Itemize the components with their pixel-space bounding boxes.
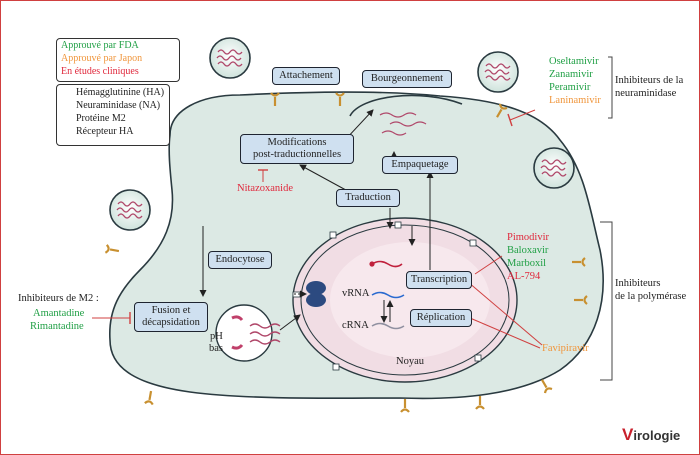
packaging-box: Empaquetage	[382, 156, 458, 174]
legend-na: Neuraminidase (NA)	[76, 100, 161, 111]
drug-favipiravir: Favipiravir	[542, 343, 589, 354]
replication-box: Réplication	[410, 309, 472, 327]
crna-label: cRNA	[342, 320, 369, 331]
ph-label-1: pH	[210, 331, 223, 342]
na-inhibitors-title-2: neuraminidase	[615, 88, 677, 99]
legend-fda: Approuvé par FDA	[61, 40, 139, 51]
nucleus-label: Noyau	[396, 356, 424, 367]
brand-rest: irologie	[633, 428, 681, 443]
fusion-label-2: décapsidation	[142, 317, 200, 328]
budding-box: Bourgeonnement	[362, 70, 452, 88]
fusion-label-1: Fusion et	[151, 304, 191, 316]
drug-pimodivir: Pimodivir	[507, 232, 550, 243]
component-legend	[56, 84, 170, 146]
ptm-label-2: post-traductionnelles	[252, 149, 342, 160]
translation-box: Traduction	[336, 189, 400, 207]
drug-rimantadine: Rimantadine	[30, 321, 84, 332]
m2-inhibitors-title: Inhibiteurs de M2 :	[18, 293, 99, 304]
endocytosis-label: Endocytose	[215, 253, 265, 265]
legend-receptor: Récepteur HA	[76, 126, 134, 137]
drug-al794: AL-794	[507, 271, 541, 282]
translation-label: Traduction	[345, 191, 391, 203]
nitazoxanide-label: Nitazoxanide	[237, 183, 293, 194]
approval-legend	[56, 38, 180, 82]
drug-marboxil: Marboxil	[507, 258, 547, 269]
packaging-label: Empaquetage	[391, 158, 449, 170]
ptm-label-1: Modifications	[267, 136, 327, 148]
drug-oseltamivir: Oseltamivir	[549, 56, 599, 67]
drug-peramivir: Peramivir	[549, 82, 591, 93]
drug-zanamivir: Zanamivir	[549, 69, 593, 80]
legend-clinical: En études cliniques	[61, 66, 139, 77]
attachment-label: Attachement	[279, 69, 333, 81]
brand-initial: V	[622, 425, 634, 444]
endocytosis-box: Endocytose	[208, 251, 272, 269]
ptm-box: Modifications post-traductionnelles	[240, 134, 354, 164]
drug-laninamivir: Laninamivir	[549, 95, 601, 106]
na-inhibitors-title-1: Inhibiteurs de la	[615, 75, 684, 86]
legend-japan: Approuvé par Japon	[61, 53, 143, 64]
replication-label: Réplication	[416, 311, 466, 323]
transcription-box: Transcription	[406, 271, 472, 289]
drug-amantadine: Amantadine	[33, 308, 85, 319]
vrna-label: vRNA	[342, 288, 370, 299]
virologie-logo: Virologie	[622, 425, 680, 445]
pol-inhibitors-title-1: Inhibiteurs	[615, 278, 661, 289]
ph-label-2: bas	[209, 343, 223, 354]
fusion-box: Fusion et décapsidation	[134, 302, 208, 332]
drug-baloxavir: Baloxavir	[507, 245, 549, 256]
legend-m2: Protéine M2	[76, 113, 126, 124]
budding-label: Bourgeonnement	[370, 72, 444, 84]
transcription-label: Transcription	[410, 273, 468, 285]
attachment-box: Attachement	[272, 67, 340, 85]
pol-inhibitors-title-2: de la polymérase	[615, 291, 687, 302]
legend-ha: Hémagglutinine (HA)	[76, 87, 165, 98]
